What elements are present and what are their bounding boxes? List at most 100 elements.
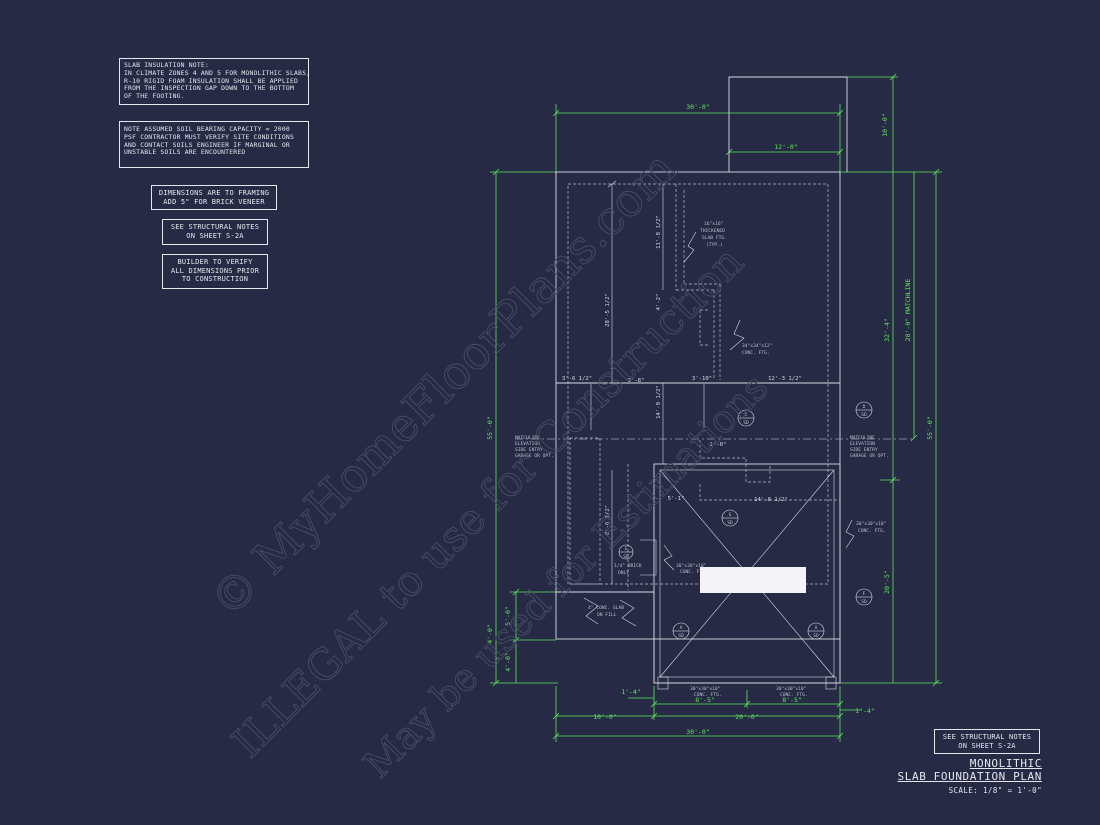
interior-dims: 28'-5 1/2" 11'-8 1/2" 4'-2" 14'-9 1/2" 8… — [562, 180, 802, 584]
builder-verify-note: BUILDER TO VERIFY ALL DIMENSIONS PRIOR T… — [162, 254, 268, 289]
structural-notes-right: SEE STRUCTURAL NOTES ON SHEET S-2a — [934, 729, 1040, 754]
section-marker-a2: A SD — [807, 622, 825, 640]
dim-label: 10'-0" — [593, 713, 616, 721]
section-letter: G — [729, 512, 732, 518]
callout-slab-fill: 4" CONC. SLAB ON FILL — [583, 597, 637, 627]
note-line: ON SHEET S-2a — [958, 741, 1016, 750]
label-line: ON FILL — [597, 612, 617, 618]
dim-label: 11'-8 1/2" — [656, 215, 662, 249]
label-line: SIDE ENTRY — [850, 447, 878, 453]
section-sheet: SD — [623, 554, 629, 560]
note-line: TO CONSTRUCTION — [181, 275, 249, 284]
structural-notes-left: SEE STRUCTURAL NOTES ON SHEET S-2a — [162, 219, 268, 245]
dim-bottom: 10'-0" 20'-0" 30'-0" 8'-5" 8'-5" 1'-4" 1… — [552, 686, 875, 742]
callout-conc-ftg-30d: 30"x30"x10" CONC. FTG. — [776, 686, 808, 698]
dim-label: 28'-5 1/2" — [605, 293, 611, 327]
dim-right-inner: 32'-4" 28'-0" MATCHLINE 20'-5" — [880, 172, 918, 683]
callout-conc-ftg-30c: 30"x30"x10" CONC. FTG. — [690, 686, 722, 698]
dim-label: 5'-1" — [668, 496, 685, 502]
dim-label: 14'-8 1/2" — [754, 497, 788, 503]
section-marker-c: C SD — [737, 409, 755, 427]
section-sheet: SD — [813, 633, 819, 639]
dim-right-bump: 10'-0" — [847, 73, 898, 172]
label-line: GARAGE OR OPT. — [850, 453, 889, 459]
note-line: BUILDER TO VERIFY — [177, 258, 253, 266]
note-line: ALL DIMENSIONS PRIOR — [170, 266, 260, 275]
label-line: 16"x16" — [704, 221, 723, 227]
dim-label: 30'-0" — [686, 728, 709, 736]
section-letter: C — [745, 412, 748, 418]
dim-label: 12'-0" — [774, 143, 797, 151]
scale-label: SCALE: 1/8" = 1'-0" — [948, 785, 1042, 795]
dim-label: 4'-0" — [504, 652, 512, 672]
note-line: NOTE ASSUMED SOIL BEARING CAPACITY = 200… — [124, 125, 290, 133]
note-line: PSF CONTRACTOR MUST VERIFY SITE CONDITIO… — [124, 132, 294, 141]
slab-outline — [515, 76, 915, 690]
note-line: R-10 RIGID FOAM INSULATION SHALL BE APPL… — [124, 76, 299, 85]
soil-bearing-note: NOTE ASSUMED SOIL BEARING CAPACITY = 200… — [119, 121, 309, 168]
label-line: 34"x34"x12" — [742, 343, 772, 349]
dim-label: 1'-0" — [710, 442, 727, 448]
dim-label: 4'-0" — [486, 624, 494, 644]
section-letter: A — [680, 625, 683, 631]
note-line: FROM THE INSPECTION GAP DOWN TO THE BOTT… — [124, 84, 294, 93]
dim-label: 20'-0" — [735, 713, 758, 721]
dim-label: 4'-2" — [656, 294, 662, 311]
dim-label: 28'-0" MATCHLINE — [904, 279, 912, 342]
dim-label: 30'-0" — [686, 103, 709, 111]
label-line: MATCHLINE — [515, 435, 540, 441]
dim-label: 32'-4" — [883, 318, 891, 341]
dim-label: 55'-0" — [486, 416, 494, 439]
dim-label: 14'-9 1/2" — [656, 385, 662, 419]
note-line: OF THE FOOTING. — [124, 92, 185, 101]
section-sheet: SD — [727, 520, 733, 526]
dim-left-overall: 55'-0" — [486, 168, 558, 687]
section-marker-g: G SD — [721, 509, 739, 527]
label-line: GARAGE OR OPT. — [515, 453, 554, 459]
note-line: ON SHEET S-2a — [186, 231, 244, 240]
label-line: 30"x30"x10" — [676, 563, 706, 569]
note-line: SLAB INSULATION NOTE: — [124, 61, 209, 69]
note-line: AND CONTACT SOILS ENGINEER IF MARGINAL O… — [124, 140, 290, 149]
label-line: 4" CONC. SLAB — [588, 605, 624, 611]
section-letter: E — [625, 546, 628, 552]
label-line: CONC. FTG. — [742, 350, 770, 356]
note-line: ADD 5" FOR BRICK VENEER — [163, 197, 265, 206]
title-block: MONOLITHIC SLAB FOUNDATION PLAN SCALE: 1… — [898, 757, 1042, 795]
label-line: SIDE ENTRY — [515, 447, 543, 453]
dimensions-note: DIMENSIONS ARE TO FRAMING ADD 5" FOR BRI… — [151, 185, 277, 210]
section-letter: D — [863, 404, 866, 410]
label-line: CONC. FTG. — [694, 692, 722, 698]
section-markers: C SD D SD G SD E SD F SD A SD — [618, 401, 873, 640]
garage-label-box — [700, 567, 806, 593]
section-sheet: SD — [861, 412, 867, 418]
slab-insulation-note: SLAB INSULATION NOTE: IN CLIMATE ZONES 4… — [119, 58, 310, 105]
callout-conc-ftg-30b: 30"x30"x10" CONC. FTG. — [845, 519, 886, 549]
section-letter: A — [815, 625, 818, 631]
label-line: CONC. FTG. — [680, 569, 708, 575]
dim-label: 8'-6 1/2" — [605, 505, 611, 535]
dim-label: 12'-3 1/2" — [768, 376, 802, 382]
dim-top-overall: 30'-0" — [552, 103, 844, 175]
section-sheet: SD — [678, 633, 684, 639]
section-marker-e: E SD — [618, 544, 634, 560]
dim-label: 10'-0" — [881, 113, 889, 136]
callout-conc-ftg-30a: 30"x30"x10" CONC. FTG. — [663, 544, 708, 575]
note-line: DIMENSIONS ARE TO FRAMING — [158, 189, 270, 197]
label-line: 30"x30"x10" — [690, 686, 720, 692]
section-marker-d: D SD — [855, 401, 873, 419]
dim-label: 1'-4" — [855, 707, 875, 715]
section-marker-a1: A SD — [672, 622, 690, 640]
title-line-1: MONOLITHIC — [969, 757, 1042, 770]
dim-label: 8'-5" — [695, 696, 715, 704]
dim-right-overall: 55'-0" — [840, 168, 942, 687]
label-line: MATCHLINE — [850, 435, 875, 441]
dim-label: 20'-5" — [883, 570, 891, 593]
label-line: THICKENED — [700, 228, 725, 234]
dim-label: 1'-4" — [621, 688, 641, 696]
dim-label: 9'-8" — [628, 378, 645, 384]
note-line: SEE STRUCTURAL NOTES — [942, 733, 1032, 741]
section-letter: F — [863, 591, 866, 597]
callout-conc-ftg-34: 34"x34"x12" CONC. FTG. — [729, 319, 772, 356]
